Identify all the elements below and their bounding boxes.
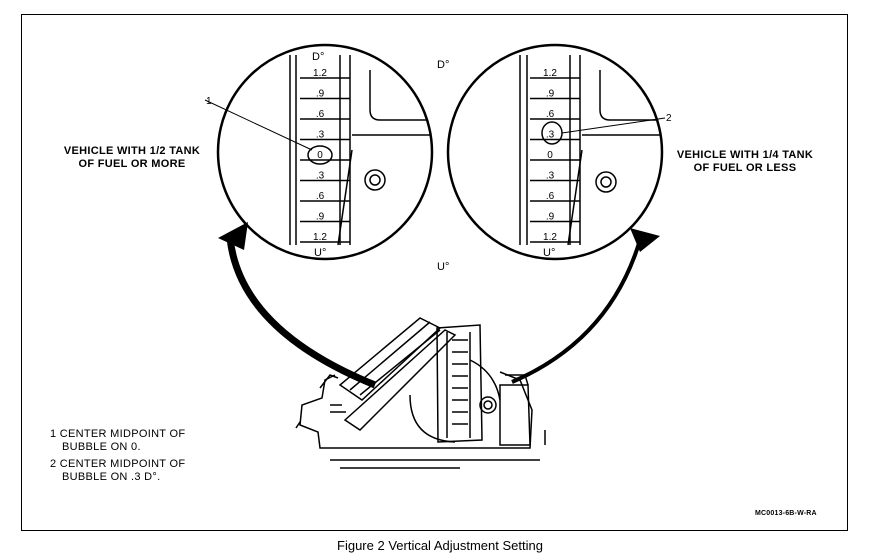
left-scale-tick-label: .3 bbox=[316, 130, 325, 141]
left-bubble bbox=[307, 145, 333, 165]
right-arrow bbox=[511, 228, 660, 384]
right-scale-tick-label: .6 bbox=[546, 109, 555, 120]
left-scale-tick-label: .6 bbox=[316, 109, 325, 120]
right-u-label: U° bbox=[543, 247, 555, 259]
left-vehicle-line-2: OF FUEL OR MORE bbox=[78, 158, 186, 170]
note-1-line-1: 1 CENTER MIDPOINT OF bbox=[50, 428, 186, 440]
right-magnifier: 1.2 .9 .6 .3 0 .3 .6 .9 1.2 2 U° bbox=[446, 43, 672, 261]
left-scale-tick-label: .9 bbox=[316, 89, 325, 100]
headlamp-assembly bbox=[295, 317, 546, 469]
right-scale-tick-label: 1.2 bbox=[543, 68, 557, 79]
left-scale-tick-label: 1.2 bbox=[313, 68, 327, 79]
right-scale-tick-label: .3 bbox=[546, 130, 555, 141]
right-scale-tick-label: .9 bbox=[546, 89, 555, 100]
left-scale-tick-label: 0 bbox=[317, 150, 323, 161]
note-1-line-2: BUBBLE ON 0. bbox=[62, 441, 141, 453]
left-magnifier: 1.2 .9 .6 .3 0 .3 .6 .9 1.2 1 D° U° bbox=[204, 43, 434, 261]
center-d-label: D° bbox=[437, 59, 449, 71]
right-scale-tick-label: 1.2 bbox=[543, 232, 557, 243]
left-scale: 1.2 .9 .6 .3 0 .3 .6 .9 1.2 bbox=[300, 68, 350, 243]
callout-1-leader bbox=[204, 99, 313, 151]
left-d-label: D° bbox=[312, 51, 324, 63]
left-scale-tick-label: .3 bbox=[316, 171, 325, 182]
note-2-line-1: 2 CENTER MIDPOINT OF bbox=[50, 458, 186, 470]
right-vehicle-line-2: OF FUEL OR LESS bbox=[693, 162, 797, 174]
left-arrow bbox=[218, 222, 377, 389]
left-vehicle-label: VEHICLE WITH 1/2 TANK OF FUEL OR MORE bbox=[42, 145, 222, 171]
right-scale-tick-label: .3 bbox=[546, 171, 555, 182]
right-scale-tick-label: 0 bbox=[547, 150, 553, 161]
note-1: 1 CENTER MIDPOINT OF BUBBLE ON 0. bbox=[50, 428, 185, 454]
right-vehicle-label: VEHICLE WITH 1/4 TANK OF FUEL OR LESS bbox=[655, 149, 835, 175]
right-scale-tick-label: .9 bbox=[546, 212, 555, 223]
left-vehicle-line-1: VEHICLE WITH 1/2 TANK bbox=[63, 145, 201, 157]
note-2-line-2: BUBBLE ON .3 D°. bbox=[62, 471, 161, 483]
right-scale-tick-label: .6 bbox=[546, 191, 555, 202]
left-scale-tick-label: .9 bbox=[316, 212, 325, 223]
figure-caption: Figure 2 Vertical Adjustment Setting bbox=[337, 538, 543, 553]
callout-1: 1 bbox=[206, 96, 212, 107]
callout-2: 2 bbox=[666, 113, 672, 124]
figure-code: MC0013-6B-W-RA bbox=[755, 510, 817, 517]
figure-frame bbox=[21, 14, 848, 531]
left-scale-tick-label: 1.2 bbox=[313, 232, 327, 243]
right-vehicle-line-1: VEHICLE WITH 1/4 TANK bbox=[676, 149, 814, 161]
right-scale: 1.2 .9 .6 .3 0 .3 .6 .9 1.2 bbox=[530, 68, 580, 243]
center-u-label: U° bbox=[437, 261, 449, 273]
note-2: 2 CENTER MIDPOINT OF BUBBLE ON .3 D°. bbox=[50, 458, 185, 484]
left-scale-tick-label: .6 bbox=[316, 191, 325, 202]
callout-2-leader bbox=[561, 117, 666, 134]
left-u-label: U° bbox=[314, 247, 326, 259]
